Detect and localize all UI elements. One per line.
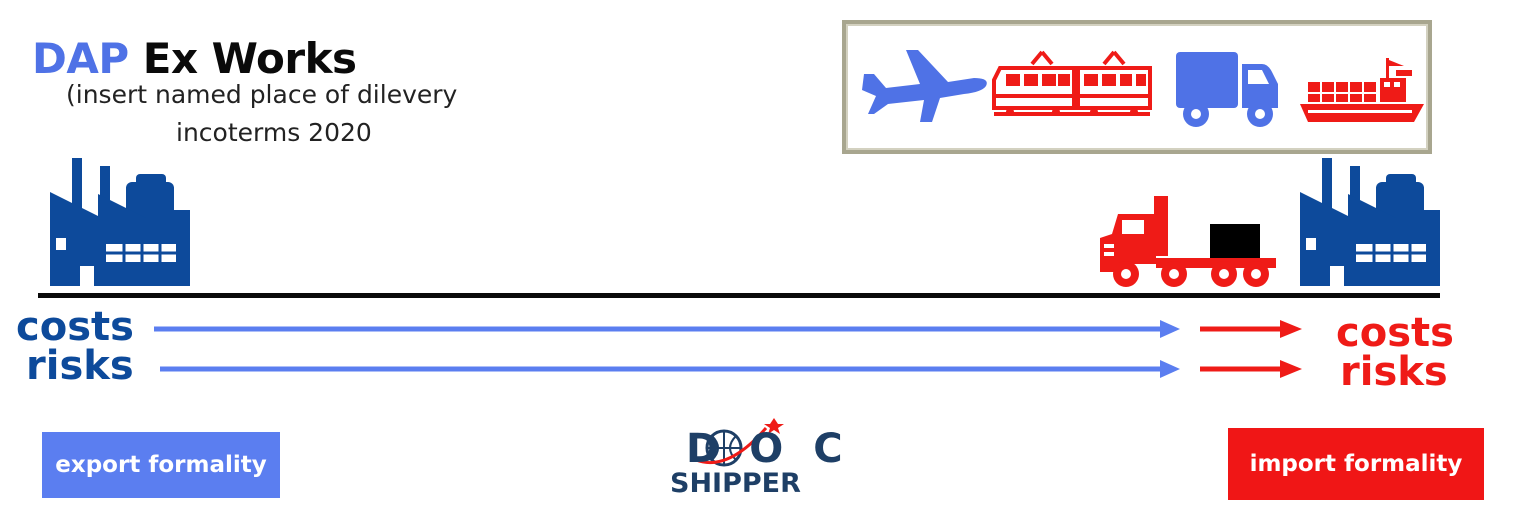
costs-arrow-red [1200, 320, 1302, 338]
semi-truck-icon [1100, 196, 1276, 287]
incoterm-alt-name: Ex Works [142, 34, 357, 83]
factory-icon-left [50, 158, 190, 286]
export-formality-badge: export formality [42, 432, 280, 498]
docshipper-logo: DOC SHIPPER [668, 414, 843, 504]
factory-icon-right [1300, 158, 1440, 286]
train-icon [992, 50, 1152, 116]
logo-bottom-text: SHIPPER [670, 468, 801, 499]
import-formality-badge: import formality [1228, 428, 1484, 500]
risks-arrow-blue [160, 360, 1180, 378]
seller-costs-label: costs [16, 304, 134, 350]
page-title: DAP Ex Works [32, 34, 357, 83]
logo-top-text: DOC [686, 426, 873, 472]
incoterm-code: DAP [32, 34, 129, 83]
costs-arrow-blue [154, 320, 1180, 338]
seller-risks-label: risks [26, 343, 134, 389]
delivery-truck-icon [1176, 52, 1278, 127]
airplane-icon [862, 50, 987, 122]
subtitle-line-2: incoterms 2020 [176, 118, 372, 147]
costs-risks-arrows [154, 320, 1302, 378]
subtitle-line-1: (insert named place of dilevery [66, 80, 458, 109]
transfer-timeline [38, 293, 1440, 298]
cargo-ship-icon [1300, 58, 1424, 122]
globe-plane-icon [695, 418, 784, 467]
risks-arrow-red [1200, 360, 1302, 378]
buyer-risks-label: risks [1340, 349, 1448, 395]
buyer-costs-label: costs [1336, 310, 1454, 356]
